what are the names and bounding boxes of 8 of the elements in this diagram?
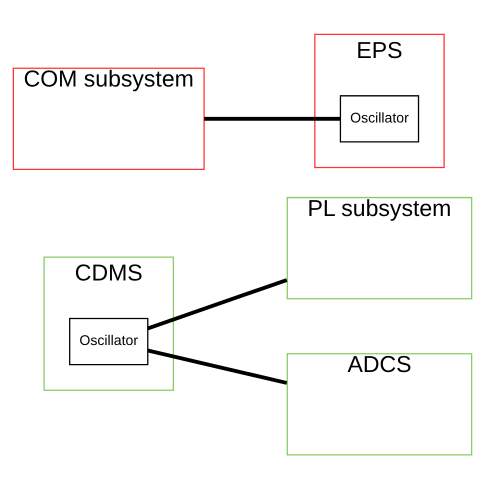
node-box: PL subsystem: [286, 196, 472, 299]
node-box: Oscillator: [340, 94, 420, 142]
connector: [204, 116, 340, 120]
node-box: Oscillator: [69, 317, 148, 365]
node-box: ADCS: [286, 352, 472, 456]
node-box: COM subsystem: [12, 67, 205, 170]
connector: [147, 278, 288, 330]
connector: [147, 348, 288, 384]
